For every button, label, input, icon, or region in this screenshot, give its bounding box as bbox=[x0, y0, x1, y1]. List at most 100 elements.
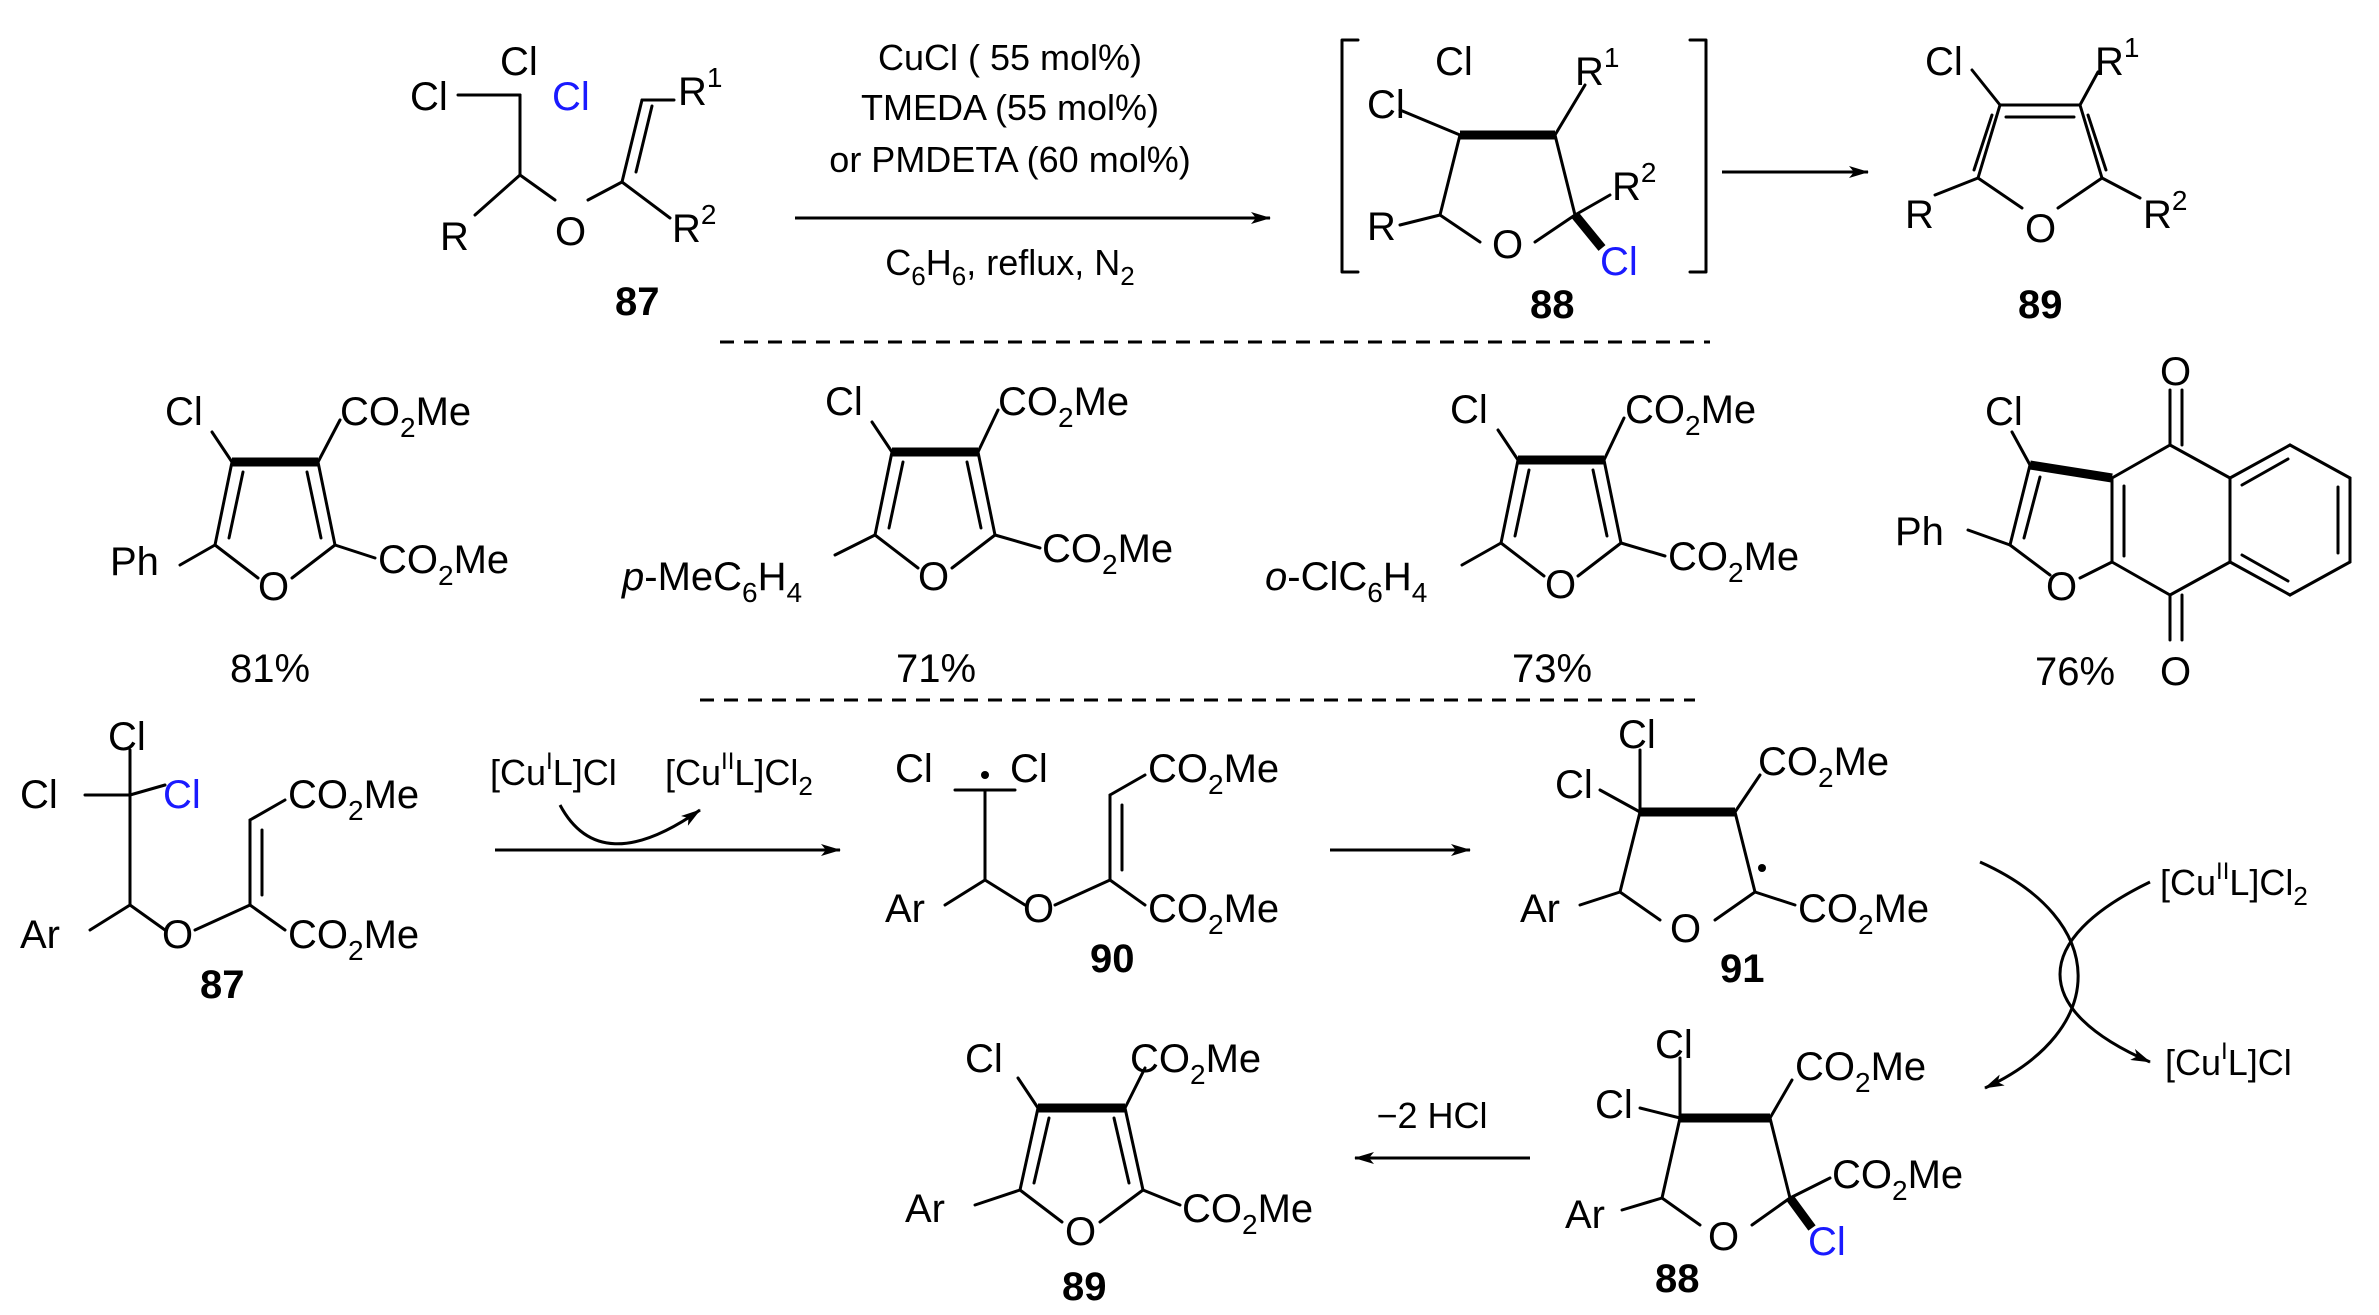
svg-text:O: O bbox=[1708, 1215, 1739, 1259]
arrow-cu-atrc: [CuIL]Cl [CuIIL]Cl2 bbox=[490, 748, 841, 856]
arrow-elimination: −2 HCl bbox=[1354, 1095, 1530, 1164]
atom-cl: Cl bbox=[1367, 83, 1405, 127]
svg-text:R1: R1 bbox=[2095, 32, 2139, 84]
product-89-specific: Cl CO2Me Ar O CO2Me 89 bbox=[905, 1037, 1313, 1309]
svg-text:Ph: Ph bbox=[110, 540, 159, 584]
compound-87-general: Cl Cl Cl R O R1 R2 87 bbox=[410, 40, 722, 324]
svg-text:[CuIL]Cl: [CuIL]Cl bbox=[2165, 1038, 2292, 1083]
svg-text:CO2Me: CO2Me bbox=[1148, 887, 1279, 940]
svg-text:89: 89 bbox=[1062, 1265, 1107, 1309]
svg-text:Cl: Cl bbox=[1985, 390, 2023, 434]
atom-cl-highlight: Cl bbox=[552, 75, 590, 119]
atom-cl: Cl bbox=[1435, 40, 1473, 84]
atom-cl-highlight: Cl bbox=[163, 773, 201, 817]
svg-text:87: 87 bbox=[200, 963, 245, 1007]
svg-text:R2: R2 bbox=[672, 199, 716, 251]
svg-text:Ar: Ar bbox=[1565, 1193, 1605, 1237]
yield-71: 71% bbox=[896, 647, 976, 691]
svg-text:[CuIIL]Cl2: [CuIIL]Cl2 bbox=[2160, 858, 2308, 911]
scope-product-o-chlorophenyl: Cl CO2Me o-ClC6H4 O CO2Me 73% bbox=[1265, 388, 1799, 691]
svg-text:[CuIL]Cl: [CuIL]Cl bbox=[490, 748, 617, 793]
compound-label-89: 89 bbox=[2018, 283, 2063, 327]
svg-text:Cl: Cl bbox=[1010, 747, 1048, 791]
scope-product-naphthofuranquinone: Cl O Ph O O 76% bbox=[1895, 350, 2352, 694]
label-minus-2-hcl: −2 HCl bbox=[1376, 1095, 1487, 1136]
svg-text:Ar: Ar bbox=[905, 1187, 945, 1231]
intermediate-88-bracketed: Cl Cl R O R1 R2 Cl 88 bbox=[1340, 38, 1708, 327]
atom-r: R bbox=[1367, 205, 1396, 249]
atom-r1-sup: 1 bbox=[707, 62, 723, 93]
svg-text:CO2Me: CO2Me bbox=[1795, 1045, 1926, 1098]
svg-text:O: O bbox=[1545, 563, 1576, 607]
compound-label-90: 90 bbox=[1090, 937, 1135, 981]
svg-text:Cl: Cl bbox=[1618, 713, 1656, 757]
svg-text:R1: R1 bbox=[1575, 42, 1619, 94]
svg-text:CO2Me: CO2Me bbox=[1798, 887, 1929, 940]
svg-text:[CuIIL]Cl2: [CuIIL]Cl2 bbox=[665, 748, 813, 801]
svg-text:Cl: Cl bbox=[1925, 40, 1963, 84]
atom-o: O bbox=[1492, 223, 1523, 267]
svg-text:Cl: Cl bbox=[20, 773, 58, 817]
product-89-general: Cl R1 R O R2 89 bbox=[1905, 32, 2187, 327]
svg-text:R1: R1 bbox=[678, 62, 722, 114]
scope-product-p-tolyl: Cl CO2Me p-MeC6H4 O CO2Me 71% bbox=[621, 380, 1173, 691]
atom-r2-sup: 2 bbox=[701, 199, 717, 230]
svg-text:CO2Me: CO2Me bbox=[1758, 740, 1889, 793]
intermediate-88-specific: Cl Cl CO2Me CO2Me Ar O Cl 88 bbox=[1565, 1023, 1963, 1301]
atom-cl-highlight: Cl bbox=[1808, 1220, 1846, 1264]
atom-cl: Cl bbox=[410, 75, 448, 119]
svg-text:O: O bbox=[1065, 1210, 1096, 1254]
svg-text:R2: R2 bbox=[1612, 157, 1656, 209]
svg-text:Cl: Cl bbox=[895, 747, 933, 791]
atom-r: R bbox=[440, 215, 469, 259]
radical-90: Cl Cl CO2Me Ar O CO2Me 90 bbox=[885, 747, 1279, 981]
svg-text:CO2Me: CO2Me bbox=[1130, 1037, 1261, 1090]
svg-text:CO2Me: CO2Me bbox=[1668, 535, 1799, 588]
atom-o: O bbox=[555, 210, 586, 254]
yield-73: 73% bbox=[1512, 647, 1592, 691]
yield-76: 76% bbox=[2035, 650, 2115, 694]
svg-text:Cl: Cl bbox=[1655, 1023, 1693, 1067]
svg-text:CO2Me: CO2Me bbox=[1625, 388, 1756, 441]
svg-text:CO2Me: CO2Me bbox=[998, 380, 1129, 433]
svg-text:CO2Me: CO2Me bbox=[1832, 1153, 1963, 1206]
svg-text:O: O bbox=[258, 565, 289, 609]
svg-text:O: O bbox=[162, 913, 193, 957]
svg-text:CO2Me: CO2Me bbox=[1042, 527, 1173, 580]
svg-text:Ar: Ar bbox=[20, 913, 60, 957]
svg-text:Cl: Cl bbox=[1595, 1083, 1633, 1127]
svg-text:O: O bbox=[1023, 887, 1054, 931]
compound-label-88: 88 bbox=[1530, 283, 1575, 327]
svg-text:O: O bbox=[2160, 350, 2191, 394]
compound-label-87: 87 bbox=[615, 280, 660, 324]
yield-81: 81% bbox=[230, 647, 310, 691]
svg-text:CO2Me: CO2Me bbox=[340, 390, 471, 443]
svg-text:Cl: Cl bbox=[108, 715, 146, 759]
svg-text:R: R bbox=[1905, 193, 1934, 237]
condition-line-3: or PMDETA (60 mol%) bbox=[829, 139, 1190, 180]
svg-text:O: O bbox=[2025, 207, 2056, 251]
svg-text:O: O bbox=[1670, 907, 1701, 951]
svg-text:CO2Me: CO2Me bbox=[1182, 1187, 1313, 1240]
svg-text:Cl: Cl bbox=[165, 390, 203, 434]
scope-product-ph: Cl CO2Me Ph O CO2Me 81% bbox=[110, 390, 509, 691]
svg-text:O: O bbox=[918, 555, 949, 599]
svg-text:Cl: Cl bbox=[965, 1037, 1003, 1081]
svg-text:Cl: Cl bbox=[1450, 388, 1488, 432]
condition-line-1: CuCl ( 55 mol%) bbox=[878, 37, 1142, 78]
compound-label-91: 91 bbox=[1720, 947, 1765, 991]
svg-text:Ph: Ph bbox=[1895, 510, 1944, 554]
svg-text:o-ClC6H4: o-ClC6H4 bbox=[1265, 555, 1427, 608]
atom-r1: R bbox=[678, 70, 707, 114]
atom-r2: R bbox=[672, 207, 701, 251]
svg-text:CO2Me: CO2Me bbox=[378, 538, 509, 591]
svg-text:Ar: Ar bbox=[885, 887, 925, 931]
svg-text:Ar: Ar bbox=[1520, 887, 1560, 931]
svg-text:Cl: Cl bbox=[825, 380, 863, 424]
svg-text:CO2Me: CO2Me bbox=[1148, 747, 1279, 800]
svg-text:88: 88 bbox=[1655, 1257, 1700, 1301]
condition-line-4: C6H6, reflux, N2 bbox=[885, 242, 1134, 291]
atom-cl-highlight: Cl bbox=[1600, 240, 1638, 284]
svg-text:O: O bbox=[2160, 650, 2191, 694]
